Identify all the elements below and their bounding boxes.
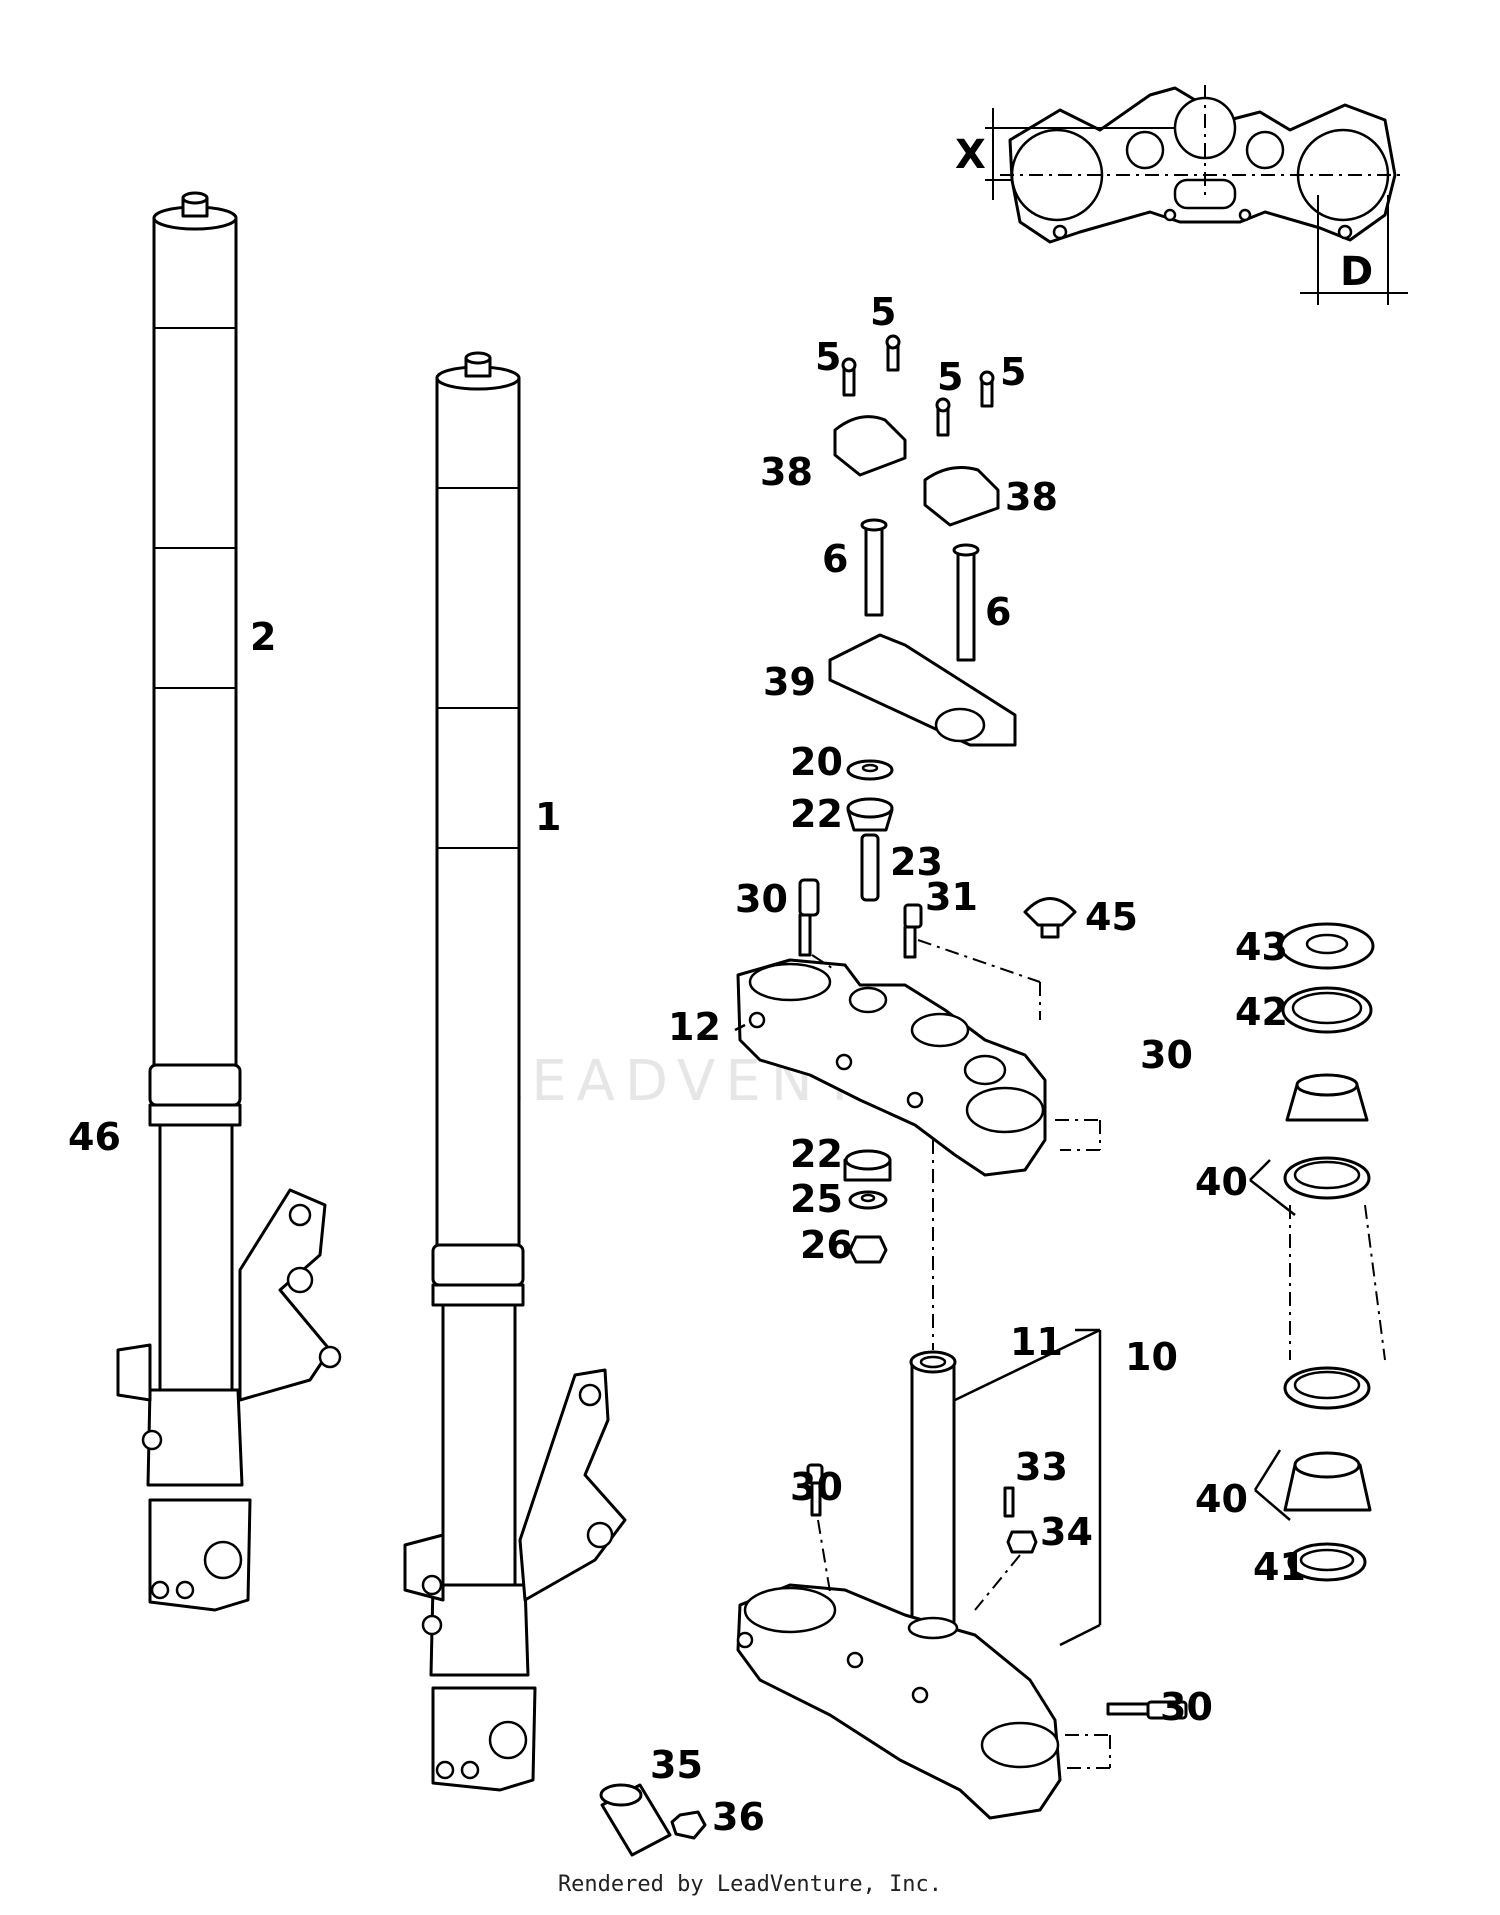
callout-42: 42 (1235, 990, 1288, 1034)
callout-5c: 5 (937, 355, 963, 399)
callout-5b: 5 (815, 335, 841, 379)
callout-40b: 40 (1195, 1477, 1248, 1521)
upper-small-parts (798, 759, 1077, 959)
callout-5d: 5 (1000, 350, 1026, 394)
callout-12: 12 (668, 1005, 721, 1049)
lower-triple-clamp-with-stem (736, 1350, 1188, 1820)
callout-23: 23 (890, 840, 943, 884)
callout-10: 10 (1125, 1335, 1178, 1379)
triple-clamp-top-view (985, 85, 1408, 305)
steering-bearings (1279, 922, 1375, 1582)
dimension-x-label: X (955, 132, 986, 178)
callout-46: 46 (68, 1115, 121, 1159)
fork-leg-1 (403, 351, 627, 1792)
callout-39: 39 (763, 660, 816, 704)
callout-41: 41 (1253, 1545, 1306, 1589)
callout-26: 26 (800, 1223, 853, 1267)
callout-30d: 30 (1160, 1685, 1213, 1729)
callout-20: 20 (790, 740, 843, 784)
upper-triple-clamp (736, 958, 1047, 1177)
callout-33: 33 (1015, 1445, 1068, 1489)
callout-25: 25 (790, 1177, 843, 1221)
callout-36: 36 (712, 1795, 765, 1839)
callout-38a: 38 (760, 450, 813, 494)
callout-31: 31 (925, 875, 978, 919)
callout-30b: 30 (1140, 1033, 1193, 1077)
callout-30c: 30 (790, 1465, 843, 1509)
lower-small-parts (843, 1149, 892, 1264)
alignment-lines (811, 939, 1386, 1769)
callout-43: 43 (1235, 925, 1288, 969)
callout-45: 45 (1085, 895, 1138, 939)
handlebar-clamp-parts (828, 334, 1017, 747)
footer-credit: Rendered by LeadVenture, Inc. (557, 1872, 943, 1897)
callout-30a: 30 (735, 877, 788, 921)
callout-5a: 5 (870, 290, 896, 334)
callout-2: 2 (250, 615, 276, 659)
leader-lines (734, 1023, 1296, 1647)
fork-leg-2 (116, 191, 342, 1612)
callout-35: 35 (650, 1743, 703, 1787)
callout-22b: 22 (790, 1132, 843, 1176)
callout-6b: 6 (985, 590, 1011, 634)
callout-11: 11 (1010, 1320, 1063, 1364)
dimension-d-label: D (1340, 249, 1373, 295)
callout-38b: 38 (1005, 475, 1058, 519)
callout-1: 1 (535, 795, 561, 839)
callout-labels: 2 1 46 5 5 5 5 38 38 6 6 39 20 22 23 30 … (68, 290, 1306, 1839)
callout-40a: 40 (1195, 1160, 1248, 1204)
callout-6a: 6 (822, 537, 848, 581)
callout-22a: 22 (790, 792, 843, 836)
callout-34: 34 (1040, 1510, 1093, 1554)
spacer-and-nut (599, 1783, 707, 1857)
